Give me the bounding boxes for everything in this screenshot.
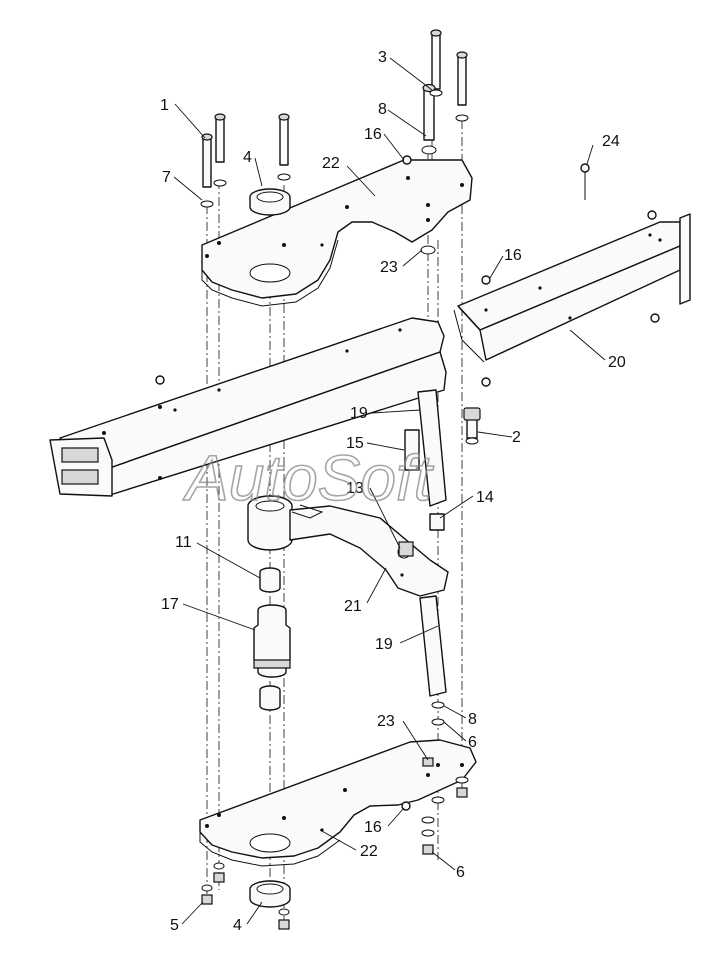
links [417,389,447,697]
callout-14: 14 [476,489,494,506]
callout-16-right: 16 [504,247,522,264]
callout-16-bottom: 16 [364,819,382,836]
callout-4-top: 4 [243,149,252,166]
callout-8-top: 8 [378,101,387,118]
callout-1: 1 [160,97,169,114]
pins-and-sleeves [259,429,445,711]
callout-21: 21 [344,598,362,615]
bushings [249,188,291,908]
callout-22-top: 22 [322,155,340,172]
callout-23-bottom: 23 [377,713,395,730]
callout-labels: 1 7 4 22 3 8 16 23 24 16 20 2 19 15 13 1… [160,49,626,934]
leader-lines [173,57,606,925]
callout-19-lower: 19 [375,636,393,653]
callout-13: 13 [346,480,364,497]
watermark-text: AutoSoft [182,442,434,514]
callout-16-top: 16 [364,126,382,143]
washers-and-nuts [200,89,479,930]
lower-plate [199,739,477,867]
callout-6-upper: 6 [468,734,477,751]
callout-7: 7 [162,169,171,186]
callout-22-bottom: 22 [360,843,378,860]
callout-19-upper: 19 [350,405,368,422]
callout-3: 3 [378,49,387,66]
callout-11: 11 [175,534,192,551]
callout-24: 24 [602,133,620,150]
left-frame-rail [49,317,447,497]
callout-8-bottom: 8 [468,711,477,728]
callout-6-lower: 6 [456,864,465,881]
king-pin [253,604,291,678]
callout-4-bottom: 4 [233,917,242,934]
callout-23-top: 23 [380,259,398,276]
callout-5: 5 [170,917,179,934]
callout-17: 17 [161,596,179,613]
upper-plate [201,159,473,307]
right-frame-rail [453,213,691,363]
callout-20: 20 [608,354,626,371]
callout-2: 2 [512,429,521,446]
callout-15: 15 [346,435,364,452]
